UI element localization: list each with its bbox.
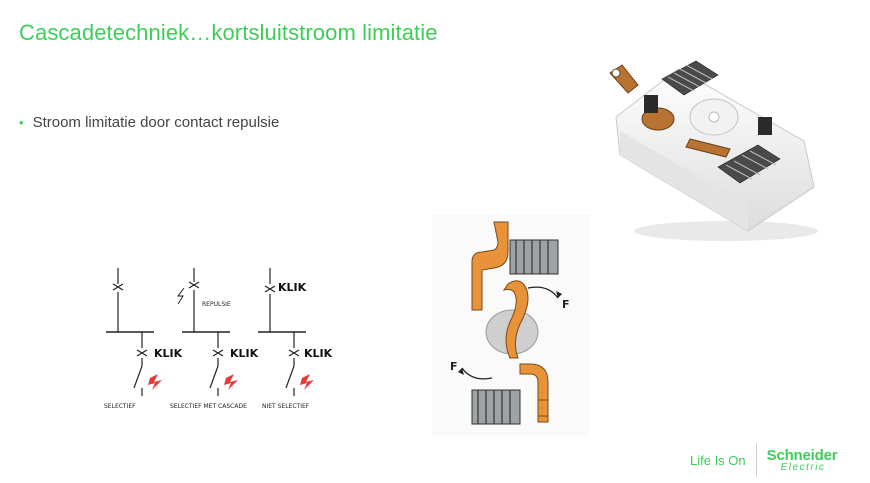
caption-selectief-met-cascade: SELECTIEF MET CASCADE (170, 403, 247, 410)
klik-label: KLIK (304, 347, 333, 360)
lightning-icon (300, 374, 314, 390)
brand-name: Schneider (766, 446, 838, 464)
circuit-schematic: REPULSIE KLIK KLIK KLIK KLIK SELECTIEF S… (104, 268, 333, 410)
force-label: F (450, 360, 458, 373)
caption-selectief: SELECTIEF (104, 403, 136, 410)
klik-label: KLIK (278, 281, 307, 294)
caption-niet-selectief: NIET SELECTIEF (262, 403, 310, 410)
lightning-icon (224, 374, 238, 390)
bullet-dot-icon: • (19, 115, 24, 130)
footer-branding: Life Is On Schneider Electric (690, 440, 838, 480)
bullet-item: • Stroom limitatie door contact repulsie (19, 114, 279, 131)
schneider-electric-logo: Schneider Electric (767, 448, 838, 473)
slide-title: Cascadetechniek…kortsluitstroom limitati… (19, 20, 438, 45)
breaker-mechanism-photo (609, 60, 818, 241)
bullet-list: • Stroom limitatie door contact repulsie (19, 114, 279, 131)
lightning-icon (148, 374, 162, 390)
contact-repulsion-diagram: F F (432, 214, 590, 436)
life-is-on-tagline: Life Is On (690, 452, 746, 468)
force-label: F (562, 298, 570, 311)
repulsie-label: REPULSIE (202, 301, 231, 308)
bullet-text: Stroom limitatie door contact repulsie (32, 114, 280, 131)
footer-divider (755, 443, 757, 477)
klik-label: KLIK (154, 347, 183, 360)
brand-subtitle: Electric (780, 461, 826, 473)
klik-label: KLIK (230, 347, 259, 360)
